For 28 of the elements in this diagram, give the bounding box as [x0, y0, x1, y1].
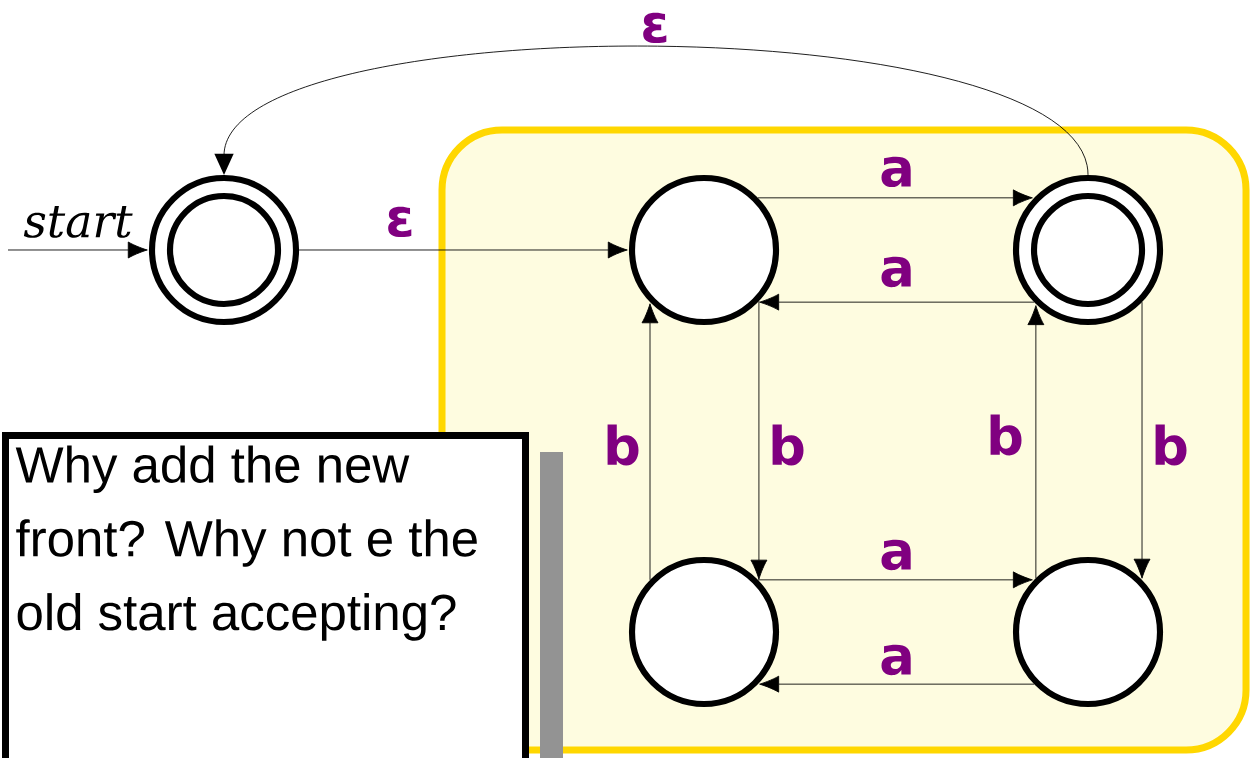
- arrow: [759, 293, 1035, 311]
- state-circle: [628, 174, 780, 326]
- arrow: [641, 303, 659, 581]
- arrow: [759, 675, 1035, 693]
- edge-label: a: [881, 644, 911, 676]
- arrow: [1027, 305, 1045, 579]
- state-circle: [1012, 556, 1164, 708]
- accepting-state: [148, 174, 300, 326]
- state-circle: [628, 556, 780, 708]
- edge-label: start: [23, 206, 133, 238]
- accepting-state: [1012, 174, 1164, 326]
- edge-label: a: [881, 156, 911, 188]
- arrow: [214, 45, 1089, 176]
- edge-label: b: [1155, 424, 1187, 466]
- arrow: [757, 189, 1033, 207]
- edge-label: ε: [388, 206, 412, 238]
- callout-box: Why add the new front? Why not e the old start accepting?: [2, 432, 563, 758]
- edge-label: a: [881, 256, 911, 288]
- arrow: [757, 571, 1033, 589]
- edge-label: b: [772, 424, 804, 466]
- arrow: [1133, 301, 1151, 579]
- edge-label: ε: [643, 12, 667, 44]
- arrow: [298, 241, 628, 259]
- edge-label: a: [881, 539, 911, 571]
- arrow: [7, 241, 148, 259]
- edge-label: b: [607, 424, 639, 466]
- edge-label: b: [990, 414, 1022, 456]
- arrow: [750, 300, 768, 580]
